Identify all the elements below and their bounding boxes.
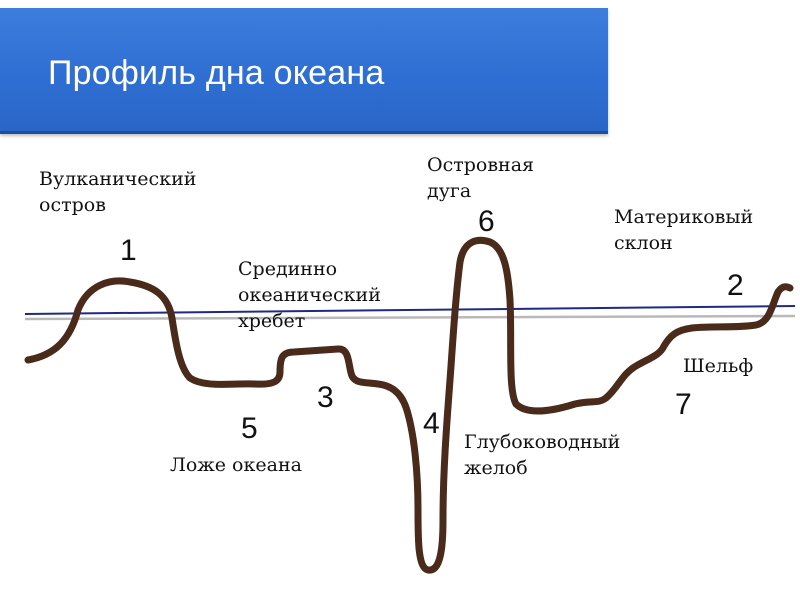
number-4: 4	[423, 407, 440, 440]
label-mid-ocean-ridge: Срединно океанический хребет	[238, 256, 381, 334]
sea-level-shadow-line	[24, 314, 796, 321]
title-banner: Профиль дна океана	[0, 8, 608, 134]
label-continental-slope-line1: Материковый	[614, 206, 754, 228]
number-7: 7	[675, 388, 692, 421]
number-2: 2	[727, 269, 744, 302]
label-mid-ocean-ridge-line1: Срединно	[238, 258, 338, 280]
label-mid-ocean-ridge-line2: океанический	[238, 284, 381, 306]
label-island-arc-line1: Островная	[427, 154, 535, 176]
number-1: 1	[120, 234, 137, 267]
label-island-arc-line2: дуга	[427, 180, 472, 202]
number-3: 3	[317, 381, 334, 414]
number-6: 6	[478, 205, 495, 238]
label-trench-line2: желоб	[464, 457, 528, 479]
number-5: 5	[241, 412, 258, 445]
page-title: Профиль дна океана	[48, 54, 385, 92]
label-ocean-floor: Ложе океана	[170, 454, 302, 476]
label-trench-line1: Глубоководный	[464, 431, 621, 453]
label-trench: Глубоководный желоб	[464, 429, 620, 481]
label-island-arc: Островная дуга	[427, 152, 534, 204]
sea-level-line	[24, 305, 796, 315]
label-continental-slope: Материковый склон	[614, 204, 753, 256]
label-volcanic-island-line2: остров	[39, 194, 106, 216]
label-shelf: Шельф	[683, 355, 754, 377]
label-mid-ocean-ridge-line3: хребет	[238, 310, 306, 332]
label-volcanic-island: Вулканический остров	[39, 166, 196, 218]
label-volcanic-island-line1: Вулканический	[39, 168, 197, 190]
ocean-floor-profile-line	[24, 236, 794, 574]
label-continental-slope-line2: склон	[614, 232, 673, 254]
